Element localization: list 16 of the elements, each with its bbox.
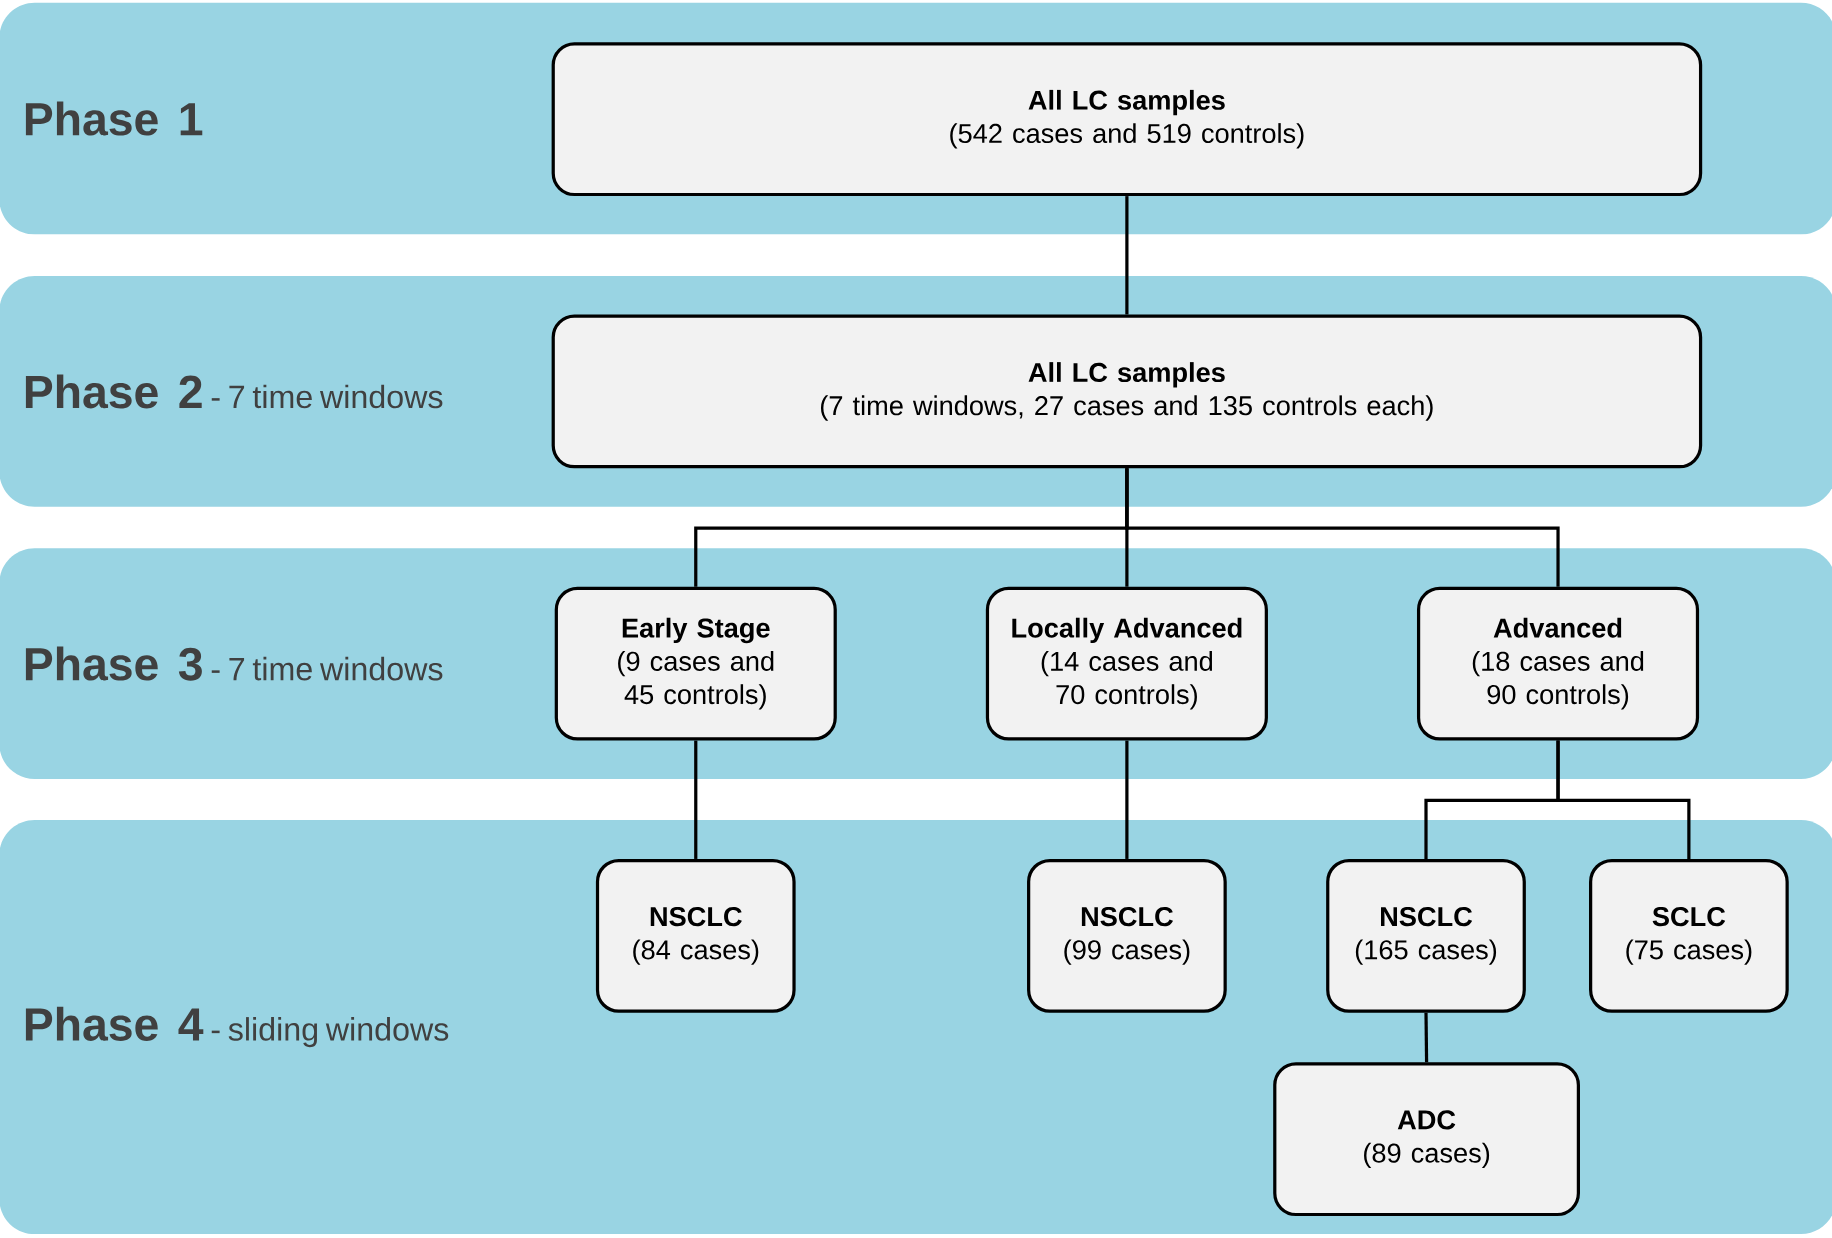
connector-line bbox=[1424, 1012, 1429, 1063]
process-box: Advanced (18 cases and 90 controls) bbox=[1417, 586, 1700, 741]
process-box: ADC (89 cases) bbox=[1273, 1062, 1580, 1216]
process-box: Locally Advanced (14 cases and 70 controls) bbox=[985, 586, 1268, 741]
process-box: NSCLC (165 cases) bbox=[1326, 858, 1526, 1013]
connector-line bbox=[1556, 740, 1691, 859]
process-box: All LC samples (7 time windows, 27 cases and 135 controls each) bbox=[551, 314, 1703, 469]
process-box: NSCLC (99 cases) bbox=[1027, 858, 1227, 1013]
process-box: Early Stage (9 cases and 45 controls) bbox=[554, 586, 837, 741]
process-box: NSCLC (84 cases) bbox=[595, 858, 796, 1013]
process-box: All LC samples (542 cases and 519 controls) bbox=[551, 42, 1703, 196]
process-box: SCLC (75 cases) bbox=[1589, 858, 1789, 1013]
connector-line bbox=[694, 740, 698, 859]
connector-line bbox=[1125, 740, 1129, 859]
connector-line bbox=[1125, 195, 1129, 315]
connector-line bbox=[1125, 468, 1560, 587]
